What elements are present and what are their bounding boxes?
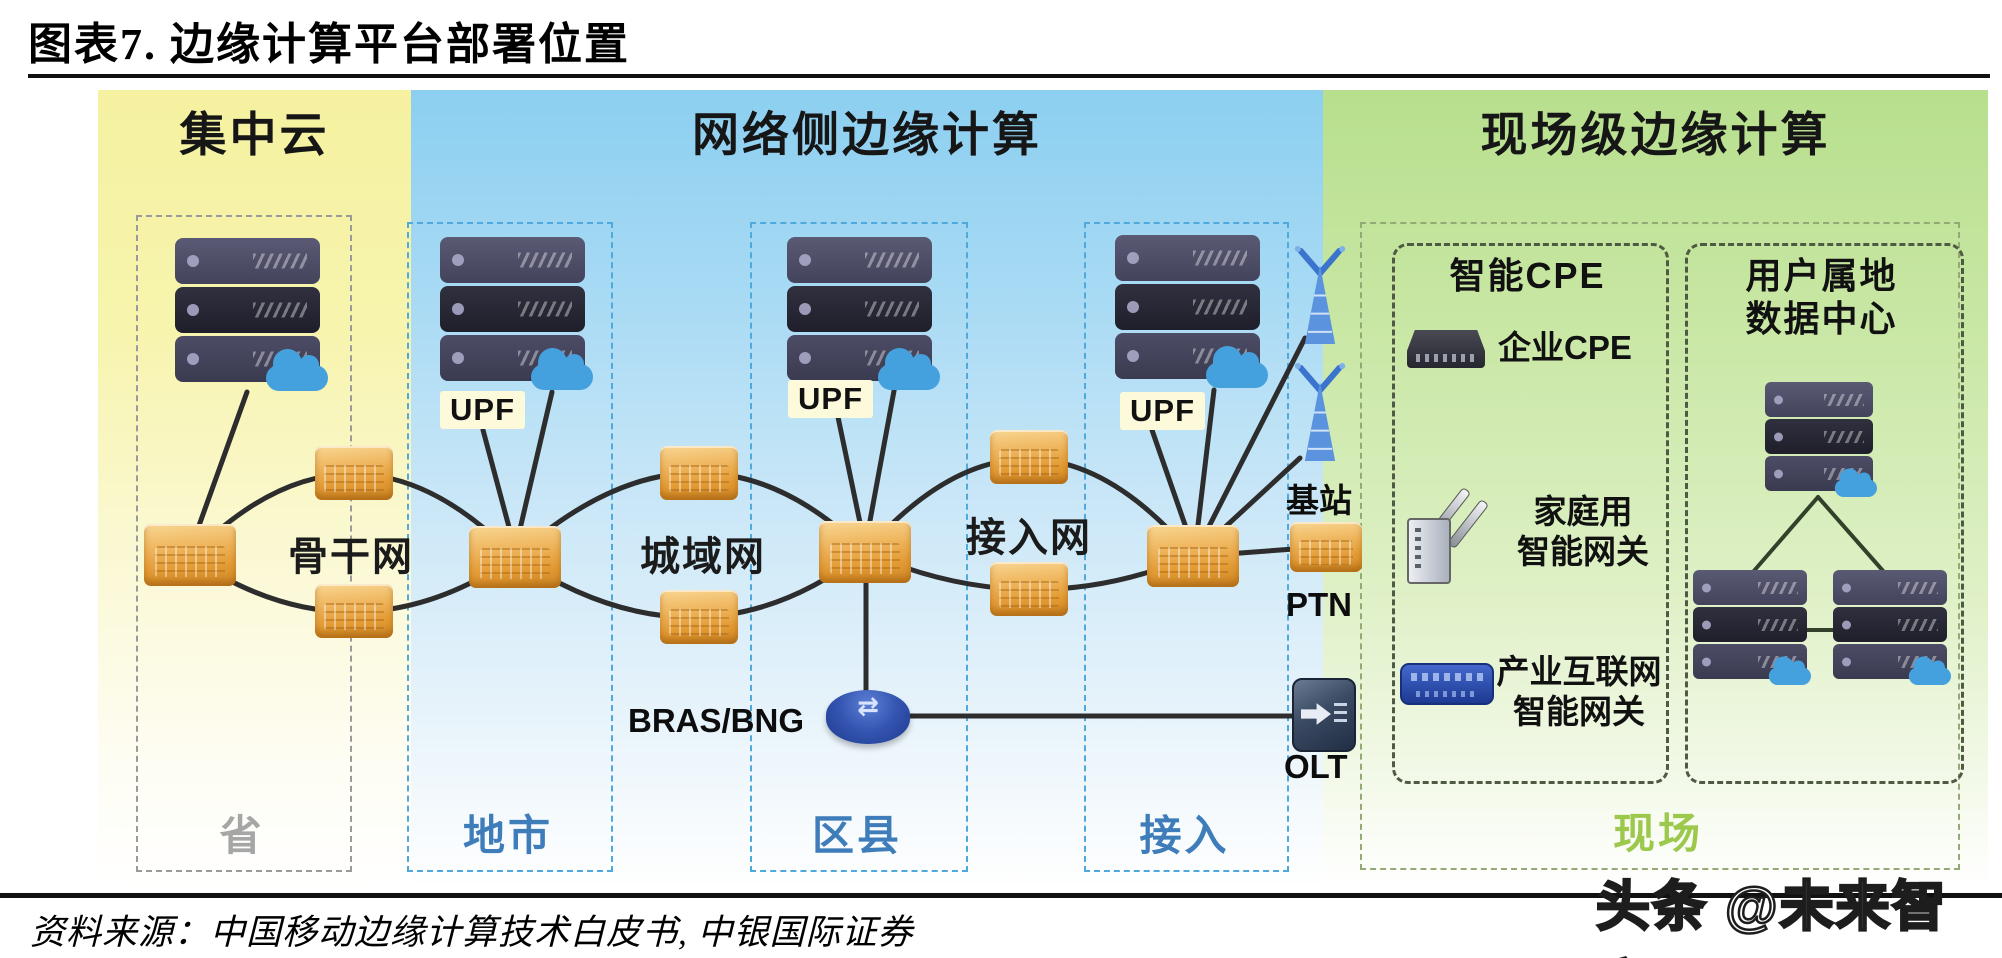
ptn-router-icon [1290,522,1362,572]
cloud-icon [1206,346,1268,388]
cloud-icon [878,348,940,390]
olt-device-icon [1292,678,1356,752]
cloud-icon [266,349,328,391]
figure-bottom-rule [0,893,2002,898]
server-stack-province [175,238,328,391]
base-station-icon-1 [1294,246,1346,344]
bras-bng-label: BRAS/BNG [628,702,805,739]
ptn-label: PTN [1286,586,1352,623]
home-gateway-label-line1: 家庭用 [1533,493,1633,530]
industrial-gateway-label-line1: 产业互联网 [1496,653,1662,690]
user-dc-title-line2: 数据中心 [1745,298,1898,340]
user-dc-dashed-box [1685,243,1964,784]
upf-badge-city: UPF [440,391,525,429]
zone-title-field-edge: 现场级边缘计算 [1480,108,1831,161]
bras-router-icon [826,690,910,744]
tier-label-field: 现场 [1612,810,1703,857]
zone-title-central-cloud: 集中云 [179,108,330,161]
router-icon-metro-top [660,446,738,500]
router-icon-access-hub [1147,525,1239,587]
home-gateway-label: 家庭用 智能网关 [1498,492,1668,571]
source-note: 资料来源：中国移动边缘计算技术白皮书, 中银国际证券 [30,913,914,952]
upf-badge-county: UPF [788,380,873,418]
server-stack-access-upf [1115,235,1268,388]
watermark-text: 头条 @未来智库 [1595,876,1948,958]
server-stack-dc-left [1693,570,1811,685]
upf-badge-access: UPF [1120,392,1205,430]
user-dc-title: 用户属地 数据中心 [1685,254,1958,340]
server-stack-dc-top [1765,382,1877,497]
tier-label-city: 地市 [462,812,553,859]
metro-network-label: 城域网 [640,535,766,579]
router-icon-backbone-hub [144,524,236,586]
industrial-gateway-label: 产业互联网 智能网关 [1488,652,1670,731]
base-station-label: 基站 [1286,482,1352,519]
cloud-icon [1768,656,1811,685]
home-gateway-icon [1403,486,1491,584]
tier-label-county: 区县 [811,812,902,859]
server-stack-county-upf [787,237,940,390]
router-icon-backbone-bottom [315,584,393,638]
backbone-network-label: 骨干网 [288,535,414,579]
router-icon-access-top [990,430,1068,484]
olt-label: OLT [1284,748,1348,785]
tier-label-province: 省 [219,812,265,859]
base-station-icon-2 [1294,363,1346,461]
title-underline [28,74,1990,78]
industrial-gateway-icon [1400,663,1494,705]
zone-title-network-edge: 网络侧边缘计算 [692,108,1042,161]
router-icon-backbone-top [315,446,393,500]
user-dc-title-line1: 用户属地 [1745,255,1898,296]
smart-cpe-title: 智能CPE [1449,255,1606,296]
server-stack-dc-right [1833,570,1951,685]
cloud-icon [1834,468,1877,497]
server-stack-city-upf [440,237,593,390]
access-network-label: 接入网 [966,516,1092,560]
enterprise-cpe-label: 企业CPE [1498,329,1632,366]
home-gateway-label-line2: 智能网关 [1517,532,1649,570]
industrial-gateway-label-line2: 智能网关 [1513,692,1645,730]
router-icon-county-hub [819,521,911,583]
router-icon-metro-bottom [660,590,738,644]
cloud-icon [531,348,593,390]
cloud-icon [1908,656,1951,685]
router-icon-city-hub [469,526,561,588]
tier-label-access: 接入 [1139,812,1230,859]
enterprise-cpe-icon [1407,330,1485,368]
smart-cpe-dashed-box [1392,243,1669,784]
figure-title: 图表7. 边缘计算平台部署位置 [28,20,630,69]
router-icon-access-bottom [990,562,1068,616]
